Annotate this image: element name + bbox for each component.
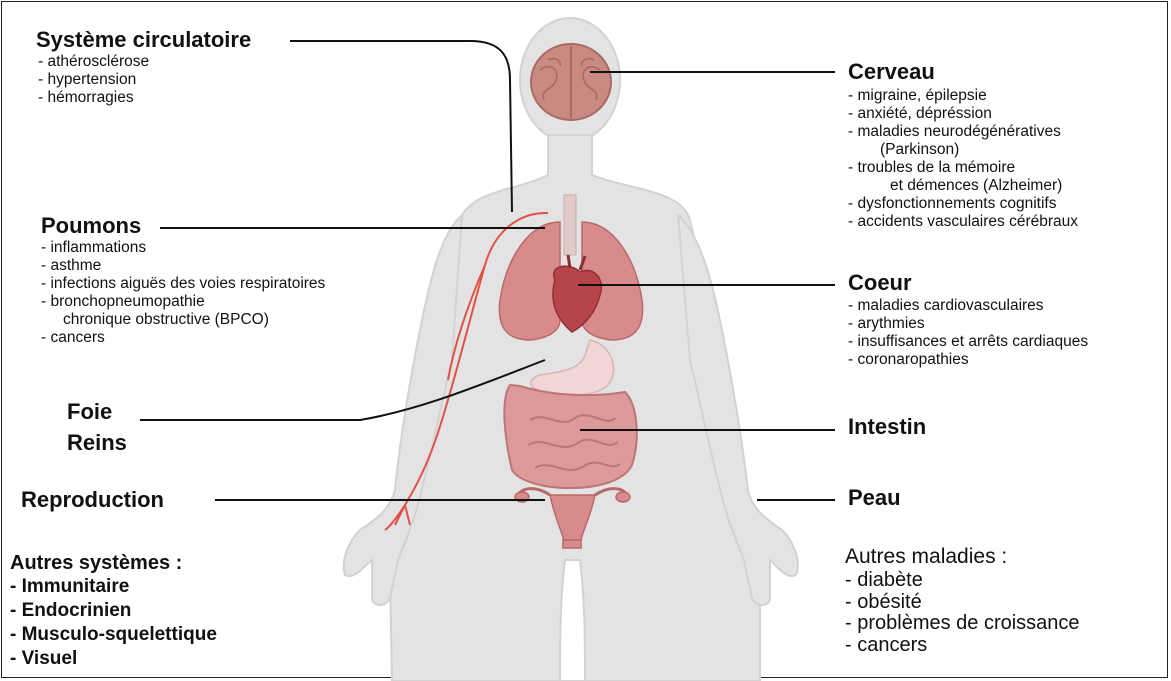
skin-title: Peau [848,485,901,511]
list-item: - diabète [845,570,1080,592]
brain-block: Cerveau - migraine, épilepsie - anxiété,… [848,59,1078,231]
reproduction-block: Reproduction [21,487,164,513]
other-diseases-title: Autres maladies : [845,544,1080,570]
list-item: - anxiété, dépréssion [848,105,1078,123]
list-item: - hypertension [38,71,251,89]
list-item: - arythmies [848,315,1088,333]
circulatory-system-block: Système circulatoire - athérosclérose - … [36,27,251,107]
brain-organ [531,44,611,120]
list-item: - Immunitaire [10,575,217,599]
circulatory-system-list: - athérosclérose - hypertension - hémorr… [38,53,251,107]
list-item: - migraine, épilepsie [848,87,1078,105]
list-item: - Visuel [10,647,217,671]
heart-block: Coeur - maladies cardiovasculaires - ary… [848,270,1088,369]
trachea-organ [564,195,576,255]
list-item: - athérosclérose [38,53,251,71]
list-item: - Endocrinien [10,599,217,623]
other-diseases-list: - diabète - obésité - problèmes de crois… [845,570,1080,656]
skin-block: Peau [848,485,901,511]
brain-title: Cerveau [848,59,1078,85]
list-item-text: - troubles de la mémoire [848,159,1015,176]
list-item: - bronchopneumopathie chronique obstruct… [41,293,325,329]
list-item: - obésité [845,592,1080,614]
intestine-title: Intestin [848,414,926,440]
list-item: - inflammations [41,239,325,257]
list-item: - accidents vasculaires cérébraux [848,213,1078,231]
liver-kidneys-block: Foie Reins [67,396,127,458]
list-item: - dysfonctionnements cognitifs [848,195,1078,213]
list-item: - asthme [41,257,325,275]
list-item: - Musculo-squelettique [10,623,217,647]
list-item-text: - bronchopneumopathie [41,293,205,310]
list-item: - maladies cardiovasculaires [848,297,1088,315]
heart-list: - maladies cardiovasculaires - arythmies… [848,297,1088,369]
kidneys-label: Reins [67,427,127,458]
list-item-continuation: et démences (Alzheimer) [848,177,1078,195]
lungs-title: Poumons [41,213,325,239]
list-item: - troubles de la mémoire et démences (Al… [848,159,1078,195]
heart-title: Coeur [848,270,1088,296]
list-item: - cancers [41,329,325,347]
other-systems-block: Autres systèmes : - Immunitaire - Endocr… [10,551,217,671]
list-item-continuation: (Parkinson) [848,141,1078,159]
other-diseases-block: Autres maladies : - diabète - obésité - … [845,544,1080,656]
list-item-continuation: chronique obstructive (BPCO) [41,311,325,329]
lungs-list: - inflammations - asthme - infections ai… [41,239,325,347]
list-item: - problèmes de croissance [845,613,1080,635]
list-item: - infections aiguës des voies respiratoi… [41,275,325,293]
other-systems-title: Autres systèmes : [10,551,217,575]
list-item: - coronaropathies [848,351,1088,369]
list-item: - cancers [845,635,1080,657]
list-item: - hémorragies [38,89,251,107]
liver-label: Foie [67,396,127,427]
brain-list: - migraine, épilepsie - anxiété, dépréss… [848,87,1078,231]
circulatory-system-title: Système circulatoire [36,27,251,53]
other-systems-list: - Immunitaire - Endocrinien - Musculo-sq… [10,575,217,671]
list-item: - insuffisances et arrêts cardiaques [848,333,1088,351]
intestine-block: Intestin [848,414,926,440]
reproduction-title: Reproduction [21,487,164,513]
lungs-block: Poumons - inflammations - asthme - infec… [41,213,325,347]
list-item: - maladies neurodégénératives (Parkinson… [848,123,1078,159]
list-item-text: - maladies neurodégénératives [848,123,1061,140]
intestine-organ [504,385,636,488]
